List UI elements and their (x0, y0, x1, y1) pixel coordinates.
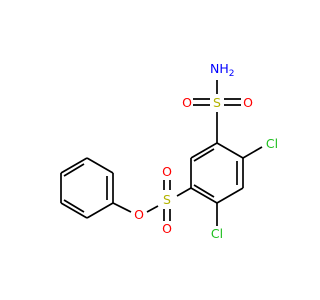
bond (63, 163, 85, 177)
sulfonate-oxygen-top-label: O (162, 164, 172, 179)
chlorine-right-label: Cl (266, 136, 278, 151)
sulfonate-sulfur-label: S (163, 192, 171, 207)
bond (193, 148, 215, 162)
bond (190, 142, 218, 159)
chlorine-bottom-label: Cl (211, 226, 223, 241)
sulfonamide-oxygen-left-label: O (182, 95, 192, 110)
bond (86, 157, 114, 174)
sulfonamide-oxygen-right-label: O (243, 95, 253, 110)
bond (86, 202, 114, 219)
bond (176, 187, 192, 197)
ester-oxygen-label: O (134, 207, 144, 222)
sulfonate-oxygen-bottom-label: O (162, 221, 172, 236)
sulfonamide-sulfur-label: S (213, 95, 221, 110)
atom-labels: NH2 S O O Cl S O O O Cl (134, 61, 278, 241)
bond (193, 184, 215, 198)
bond (146, 205, 159, 213)
bond (60, 157, 88, 174)
nh2-label: NH2 (210, 61, 234, 79)
bond (242, 146, 263, 159)
bond (60, 202, 88, 219)
molecule-structure: NH2 S O O Cl S O O O Cl (60, 61, 278, 241)
bond (190, 187, 218, 204)
bond (216, 142, 244, 159)
bond (112, 202, 132, 213)
bond (216, 187, 244, 204)
bonds (60, 80, 263, 226)
bond (63, 199, 85, 213)
